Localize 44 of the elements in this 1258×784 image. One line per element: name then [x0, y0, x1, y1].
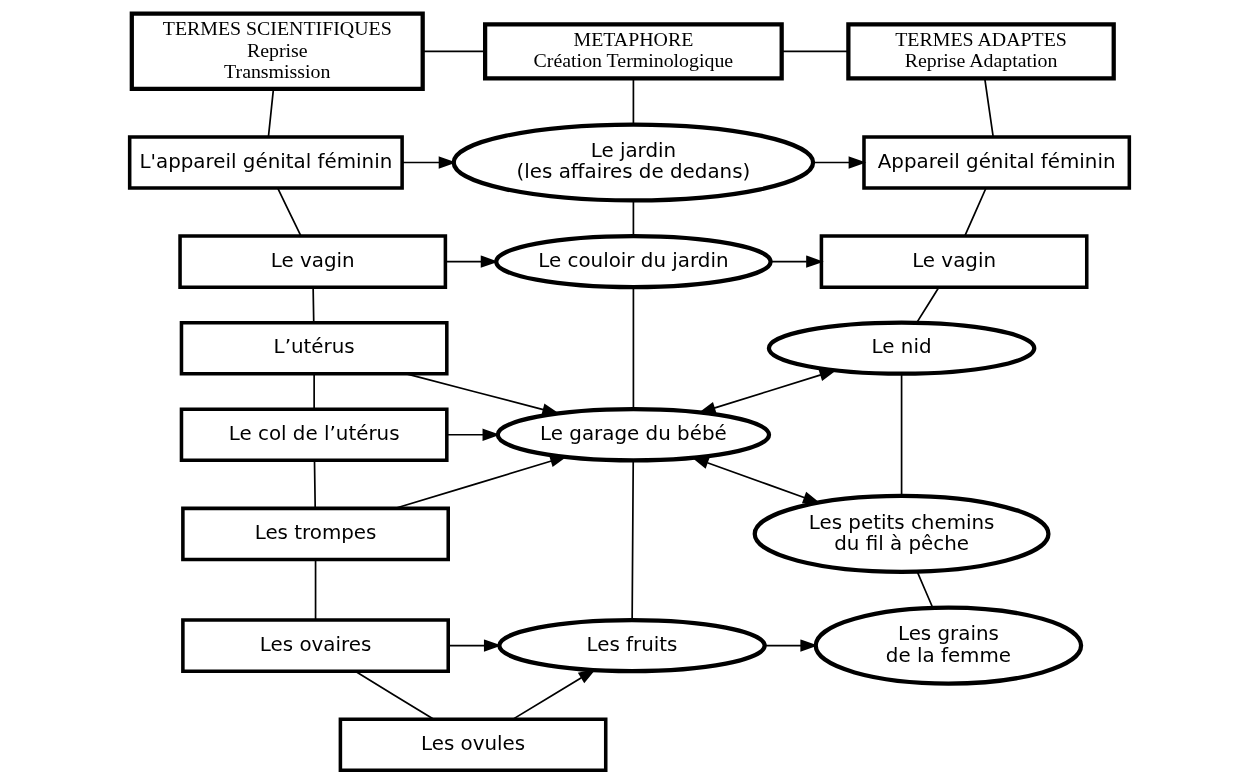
- connector: [314, 558, 316, 621]
- connector: [915, 286, 940, 324]
- node-box: TERMES ADAPTES Reprise Adaptation: [845, 22, 1116, 81]
- node-box: L'appareil génital féminin: [127, 135, 404, 190]
- arrow: [447, 639, 502, 652]
- node-box: Appareil génital féminin: [861, 135, 1131, 190]
- connector: [780, 50, 849, 53]
- node-ellipse: Le nid: [766, 320, 1036, 376]
- connector: [632, 77, 634, 125]
- arrow: [400, 156, 456, 169]
- connector: [267, 88, 274, 138]
- arrow: [763, 639, 818, 652]
- arrow: [405, 373, 560, 416]
- connector: [421, 50, 486, 53]
- connector: [311, 286, 315, 324]
- node-box: Les trompes: [180, 506, 450, 562]
- connector: [630, 459, 634, 621]
- node-box: Les ovules: [338, 717, 607, 773]
- node-box: Les ovaires: [180, 618, 450, 673]
- connector: [353, 670, 434, 720]
- connector: [632, 286, 634, 410]
- node-ellipse: Le garage du bébé: [495, 407, 771, 463]
- connector: [632, 200, 634, 237]
- arrow: [511, 668, 596, 720]
- node-ellipse: Les grains de la femme: [813, 605, 1083, 686]
- connector: [900, 373, 902, 497]
- node-box: METAPHORE Création Terminologique: [482, 22, 784, 81]
- arrow: [444, 255, 498, 268]
- node-box: L’utérus: [179, 320, 449, 376]
- connector: [983, 77, 994, 138]
- connector: [963, 187, 987, 237]
- node-box: Le col de l’utérus: [179, 407, 449, 463]
- connector: [313, 459, 316, 509]
- node-ellipse: Le jardin (les affaires de dedans): [451, 122, 815, 203]
- connector: [276, 187, 302, 237]
- connector: [916, 571, 934, 609]
- node-box: Le vagin: [177, 234, 447, 289]
- node-box: TERMES SCIENTIFIQUES Reprise Transmission: [129, 11, 425, 92]
- node-ellipse: Les fruits: [496, 617, 767, 674]
- arrow: [812, 156, 866, 169]
- node-ellipse: Le couloir du jardin: [493, 233, 773, 290]
- node-box: Le vagin: [819, 234, 1089, 289]
- arrow: [769, 255, 824, 268]
- connector: [312, 373, 315, 410]
